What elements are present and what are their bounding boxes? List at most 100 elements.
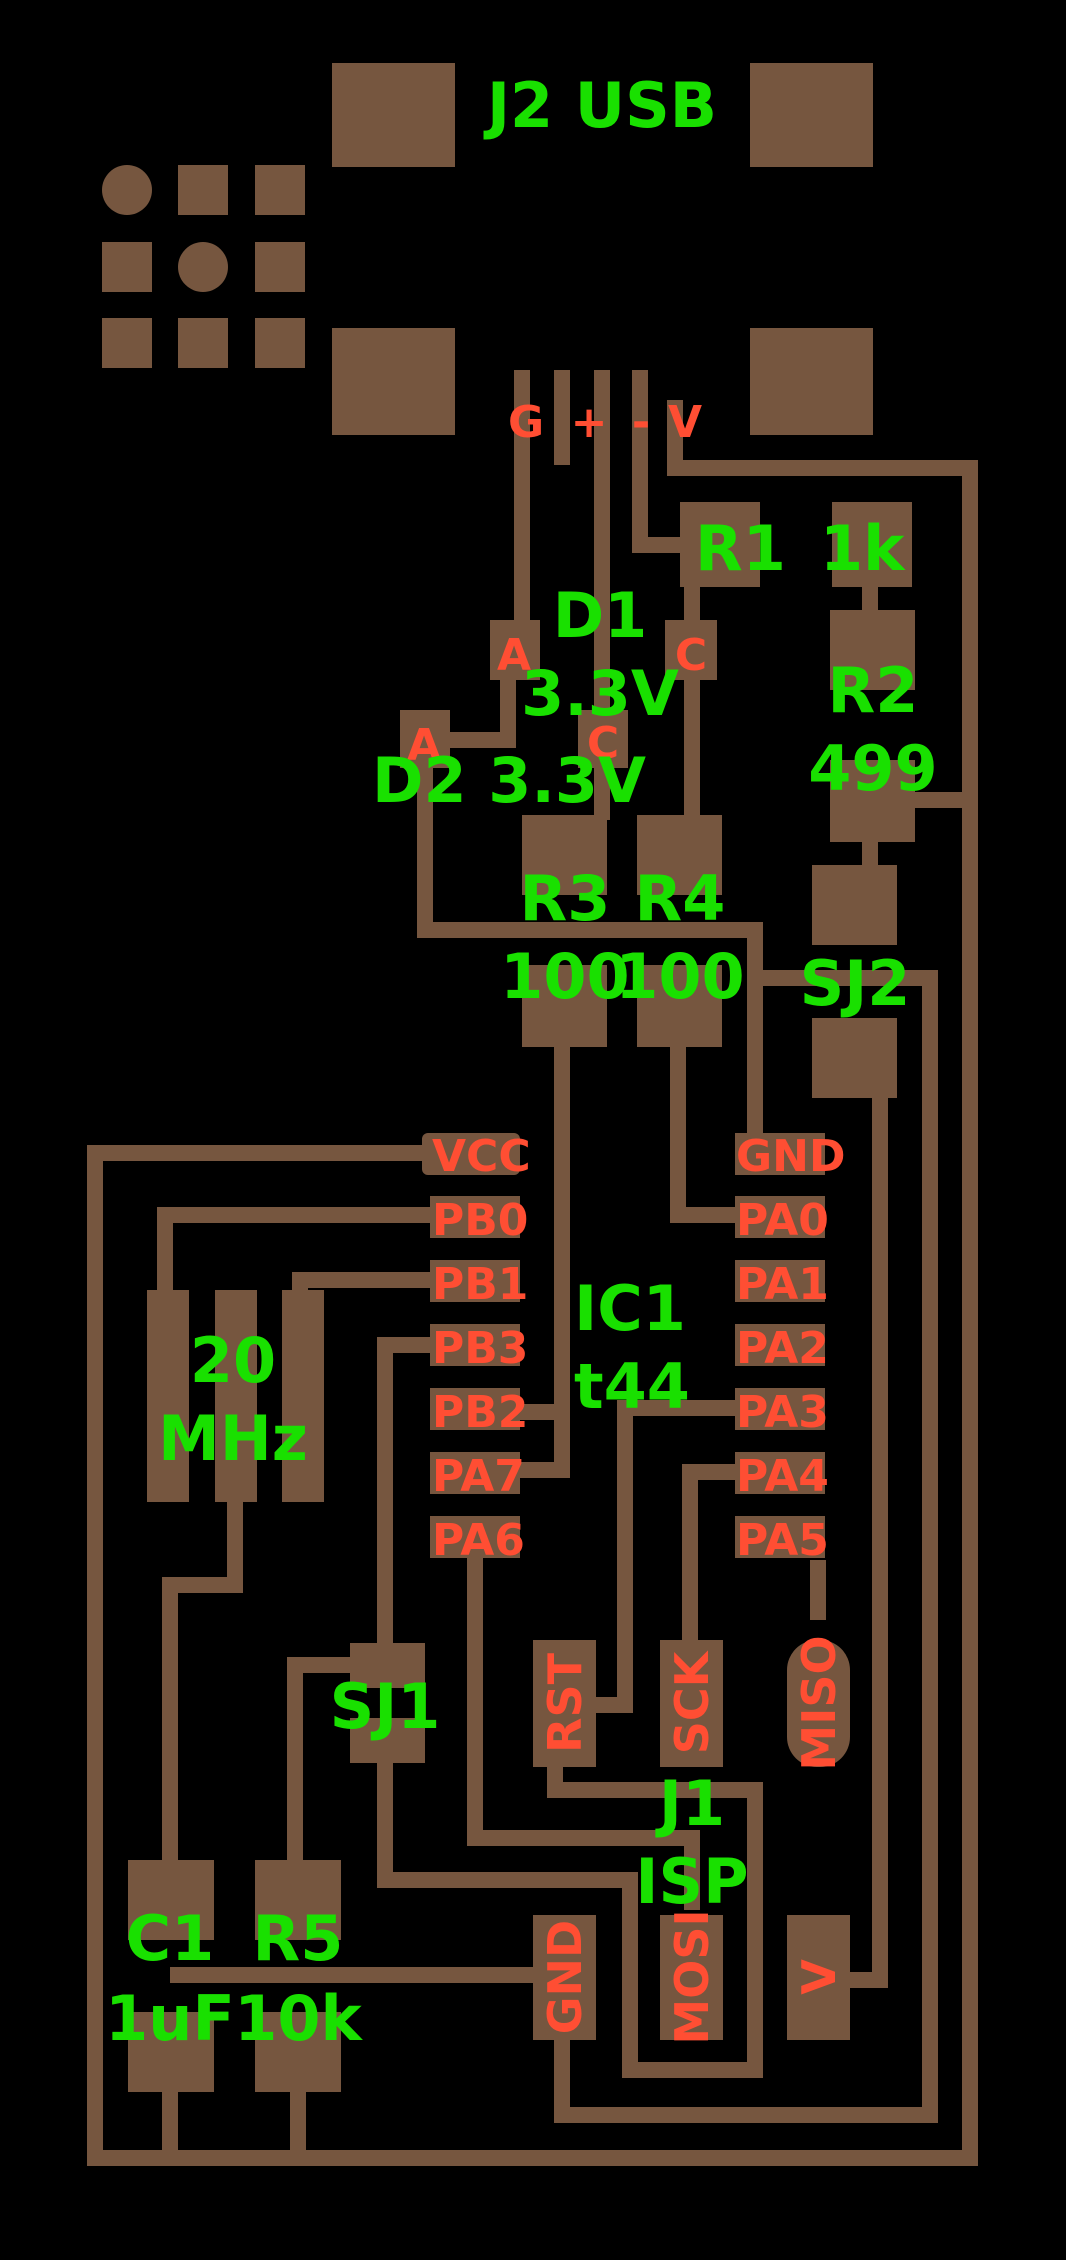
isp-pad-miso bbox=[787, 1640, 850, 1767]
d2-pad-c bbox=[578, 710, 628, 768]
trace-sj2-rail bbox=[554, 970, 938, 2123]
c1-value: 1uF bbox=[105, 1982, 235, 2055]
usb-pin-minus-label: - bbox=[632, 397, 650, 448]
d1-pad-c bbox=[665, 620, 717, 680]
ic1-pin-pb3-label: PB3 bbox=[432, 1323, 528, 1374]
isp-miso-label: MISO bbox=[792, 1635, 846, 1770]
ic1-pin-pa2-label: PA2 bbox=[736, 1323, 829, 1374]
trace-r4-pa0 bbox=[670, 1045, 740, 1223]
usb-connector-label: J2 USB bbox=[483, 69, 717, 142]
array-pad bbox=[255, 165, 305, 215]
trace-pb3-sj1 bbox=[377, 1337, 430, 1645]
ic1-pad-pa4 bbox=[735, 1452, 825, 1494]
ic1-pad-pb3 bbox=[430, 1324, 520, 1366]
j1-label: J1 bbox=[655, 1767, 725, 1840]
usb-pin-plus-label: + bbox=[571, 397, 608, 448]
ic1-value: t44 bbox=[574, 1350, 690, 1423]
trace-outer-loop bbox=[87, 400, 978, 2166]
trace-r3-pb2 bbox=[518, 1045, 570, 1478]
usb-pad-tr bbox=[750, 63, 873, 167]
ic1-pad-pa6 bbox=[430, 1516, 520, 1558]
sj2-pad-1 bbox=[812, 865, 897, 945]
r1-pad-2 bbox=[832, 502, 912, 587]
copper-pads bbox=[102, 63, 915, 2092]
sj1-label: SJ1 bbox=[330, 1670, 441, 1743]
via-pad bbox=[178, 242, 228, 292]
array-pad bbox=[255, 318, 305, 368]
ic1-pin-pa0-label: PA0 bbox=[736, 1195, 829, 1246]
r4-value: 100 bbox=[615, 940, 744, 1013]
usb-pin-g bbox=[514, 370, 530, 460]
sj2-label: SJ2 bbox=[800, 947, 911, 1020]
d1-pad-a bbox=[490, 620, 540, 680]
isp-pad-rst bbox=[533, 1640, 596, 1767]
c1-pad-1 bbox=[128, 1860, 214, 1940]
ic1-pin-pa1-label: PA1 bbox=[736, 1259, 829, 1310]
ic1-pin-pb2-label: PB2 bbox=[432, 1387, 528, 1438]
crystal-unit: MHz bbox=[158, 1402, 308, 1475]
isp-v-label: V bbox=[792, 1959, 846, 1995]
r4-label: R4 bbox=[635, 862, 726, 935]
array-pad bbox=[102, 318, 152, 368]
isp-gnd-label: GND bbox=[538, 1920, 592, 2034]
array-pad bbox=[255, 242, 305, 292]
r4-pad-1 bbox=[637, 815, 722, 895]
r5-pad-1 bbox=[255, 1860, 341, 1940]
d1-cathode-label: C bbox=[675, 630, 707, 681]
isp-pad-v bbox=[787, 1915, 850, 2040]
usb-pad-tl bbox=[332, 63, 455, 167]
array-pad bbox=[178, 318, 228, 368]
usb-pad-br bbox=[750, 328, 873, 435]
array-pad bbox=[178, 165, 228, 215]
r5-pad-2 bbox=[255, 2012, 341, 2092]
ic1-pad-pa1 bbox=[735, 1260, 825, 1302]
ic1-pad-pa2 bbox=[735, 1324, 825, 1366]
ic1-pad-pa5 bbox=[735, 1516, 825, 1558]
ic1-pad-pa3 bbox=[735, 1388, 825, 1430]
ic1-pin-vcc-label: VCC bbox=[432, 1131, 531, 1182]
c1-pad-2 bbox=[128, 2012, 214, 2092]
usb-pad-bl bbox=[332, 328, 455, 435]
d2-pad-a bbox=[400, 710, 450, 768]
xtal-pad-3 bbox=[282, 1290, 324, 1502]
ic1-pin-pb0-label: PB0 bbox=[432, 1195, 528, 1246]
pin-labels: G + - V A C A C VCC PB0 PB1 PB3 PB2 PA7 … bbox=[407, 397, 846, 2045]
trace-pa6-j1 bbox=[467, 1535, 700, 1910]
ic1-pin-pa5-label: PA5 bbox=[736, 1515, 829, 1566]
usb-pin-plus bbox=[554, 370, 570, 465]
c1-label: C1 bbox=[126, 1902, 215, 1975]
trace-sj1-mosi bbox=[377, 1760, 763, 2078]
trace-pb1-xtal bbox=[292, 1272, 430, 1290]
ic1-pad-pb1 bbox=[430, 1260, 520, 1302]
isp-mosi-label: MOSI bbox=[665, 1909, 719, 2044]
crystal-frequency: 20 bbox=[190, 1324, 276, 1397]
d2-cathode-label: C bbox=[587, 718, 619, 769]
ic1-pin-gnd-label: GND bbox=[736, 1131, 845, 1182]
ic1-pin-pa4-label: PA4 bbox=[736, 1451, 829, 1502]
r1-value: 1k bbox=[820, 512, 906, 585]
xtal-pad-2 bbox=[215, 1290, 257, 1502]
r3-value: 100 bbox=[500, 940, 629, 1013]
ic1-pad-vcc bbox=[422, 1133, 520, 1175]
isp-sck-label: SCK bbox=[665, 1649, 719, 1754]
array-pad bbox=[102, 242, 152, 292]
ic1-pin-pa7-label: PA7 bbox=[432, 1451, 525, 1502]
component-labels: J2 USB R1 1k R2 499 D1 3.3V D2 3.3V R3 1… bbox=[105, 69, 938, 2055]
d1-label: D1 bbox=[553, 579, 648, 652]
j1-value: ISP bbox=[635, 1845, 748, 1918]
r1-pad-1 bbox=[680, 502, 760, 587]
r5-value: 10k bbox=[234, 1982, 363, 2055]
d1-anode-label: A bbox=[497, 630, 531, 681]
trace-pa3-rst bbox=[590, 1400, 740, 1713]
ic1-pad-pa0 bbox=[735, 1196, 825, 1238]
isp-pad-sck bbox=[660, 1640, 723, 1767]
xtal-pad-1 bbox=[147, 1290, 189, 1502]
ic1-pad-pa7 bbox=[430, 1452, 520, 1494]
ic1-pin-pa3-label: PA3 bbox=[736, 1387, 829, 1438]
r1-label: R1 bbox=[695, 512, 786, 585]
d1-value: 3.3V bbox=[521, 657, 679, 730]
trace-xtal-c1 bbox=[162, 1500, 243, 1860]
r3-label: R3 bbox=[520, 862, 611, 935]
ic1-pad-gnd bbox=[735, 1133, 825, 1175]
